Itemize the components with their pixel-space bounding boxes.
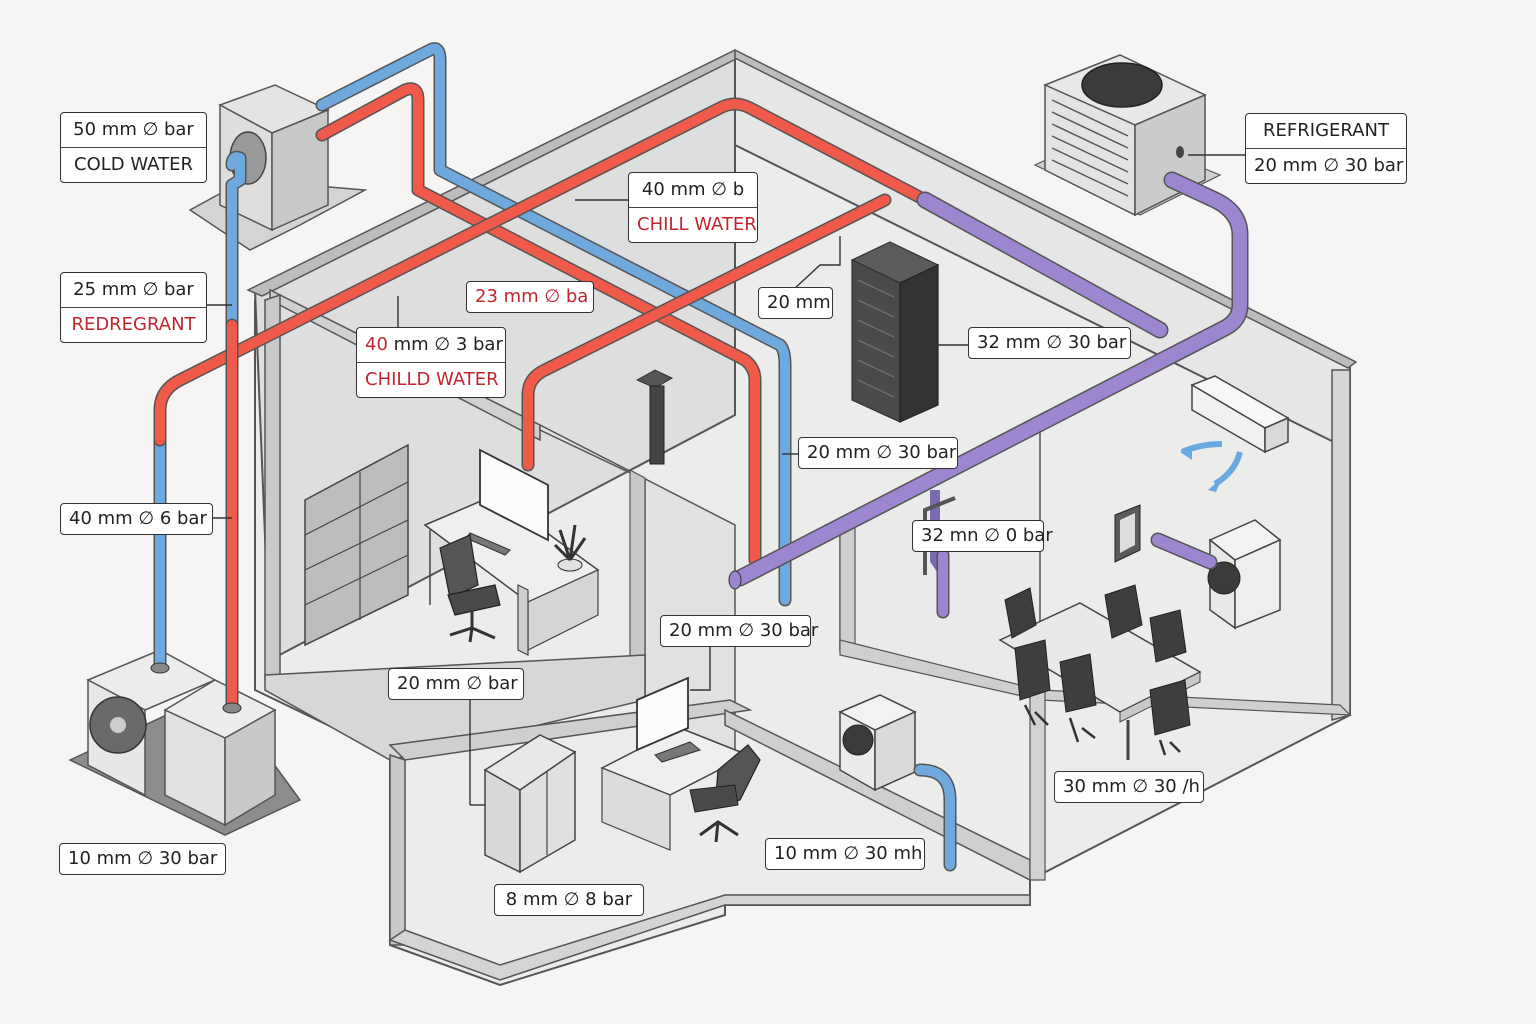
callout-center-red: 23 mm ∅ ba <box>466 281 594 313</box>
callout-bottom-left: 10 mm ∅ 30 bar <box>59 843 226 875</box>
callout-medium: COLD WATER <box>61 147 206 182</box>
conference-furniture <box>998 584 1202 760</box>
callout-size: 40 mm ∅ 6 bar <box>69 508 207 529</box>
callout-rack-right: 32 mm ∅ 30 bar <box>968 327 1131 359</box>
callout-mid-right: 20 mm ∅ 30 bar <box>798 437 958 469</box>
callout-medium: REDREGRANT <box>61 307 206 342</box>
callout-size: 40 mm ∅ b <box>641 179 745 200</box>
indoor-heat-pump-right <box>1207 519 1282 630</box>
pipe-end-caps <box>150 146 1184 714</box>
callout-size: 20 mm ∅ 30 bar <box>669 620 819 641</box>
server-rack <box>850 241 940 423</box>
callout-size: 20 mm ∅ 30 bar <box>1246 148 1406 183</box>
callout-size: 10 mm ∅ 30 mh <box>774 843 923 864</box>
refrigerant-pipes <box>731 171 1249 619</box>
callout-left-redregrant: 25 mm ∅ bar REDREGRANT <box>60 272 207 343</box>
callout-center-chilld-water: 40 mm ∅ 3 bar CHILLD WATER <box>356 327 506 398</box>
callout-size: 23 mm ∅ ba <box>475 286 589 307</box>
callout-size-rest: mm ∅ 3 bar <box>387 334 503 355</box>
callout-bottom-center: 10 mm ∅ 30 mh <box>765 838 925 870</box>
support-column <box>635 369 674 465</box>
wall-split-ac <box>1180 375 1290 492</box>
callout-size: 40 mm ∅ 3 bar <box>357 328 505 362</box>
callout-top-left-cold-water: 50 mm ∅ bar COLD WATER <box>60 112 207 183</box>
callout-size: 50 mm ∅ bar <box>73 119 194 140</box>
callout-size: 8 mm ∅ 8 bar <box>505 889 633 910</box>
heat-pump-units-bottom-left <box>68 649 302 836</box>
thermostat-panel <box>1114 504 1141 563</box>
lower-office-furniture <box>483 676 761 874</box>
callout-bottom-room: 8 mm ∅ 8 bar <box>494 884 644 916</box>
callout-center-chill-water: 40 mm ∅ b CHILL WATER <box>628 172 758 243</box>
office-furniture <box>304 443 600 656</box>
callout-medium: CHILLD WATER <box>357 362 505 397</box>
callout-leaders <box>205 154 1245 806</box>
callout-size: 20 mm <box>767 292 831 313</box>
condenser-unit-top-right <box>1033 54 1222 217</box>
callout-rack-top: 20 mm <box>758 287 833 319</box>
callout-left-lower: 40 mm ∅ 6 bar <box>60 503 213 535</box>
callout-size: 32 mm ∅ 30 bar <box>977 332 1127 353</box>
callout-office-floor: 20 mm ∅ bar <box>388 668 524 700</box>
callout-size: 32 mn ∅ 0 bar <box>921 525 1053 546</box>
hot-water-pipes <box>153 82 932 712</box>
callout-size: 20 mm ∅ 30 bar <box>807 442 957 463</box>
callout-medium: CHILL WATER <box>629 207 757 242</box>
callout-size: 30 mm ∅ 30 /h <box>1063 776 1200 797</box>
callout-conference: 30 mm ∅ 30 /h <box>1054 771 1204 803</box>
rooftop-fan-unit-left <box>188 84 368 251</box>
callout-size: 10 mm ∅ 30 bar <box>68 848 218 869</box>
callout-size-value: 40 <box>365 334 388 355</box>
callout-door: 32 mn ∅ 0 bar <box>912 520 1053 552</box>
indoor-heat-pump-bottom <box>838 694 917 792</box>
callout-center-pipe-end: 20 mm ∅ 30 bar <box>660 615 819 647</box>
callout-size: 25 mm ∅ bar <box>73 279 194 300</box>
cold-water-pipes <box>153 42 957 872</box>
callout-top-right-refrigerant: REFRIGERANT 20 mm ∅ 30 bar <box>1245 113 1407 184</box>
callout-medium: REFRIGERANT <box>1263 120 1389 141</box>
callout-size: 20 mm ∅ bar <box>397 673 518 694</box>
